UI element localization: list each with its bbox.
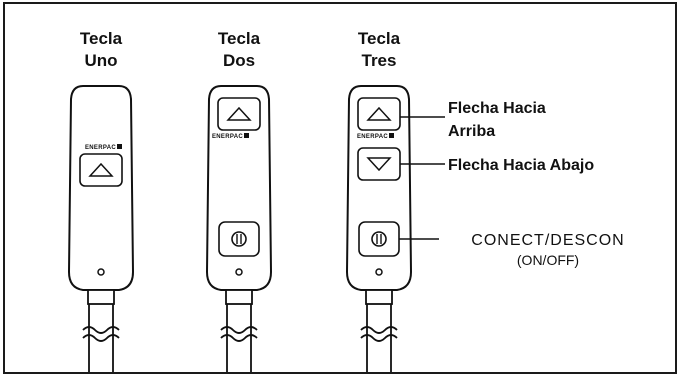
pendant-two-break-mark-top [220, 326, 258, 334]
pendant-three-collar [365, 289, 393, 305]
up-arrow-icon [366, 106, 392, 121]
power-knob-icon [231, 231, 247, 247]
power-knob-icon [371, 231, 387, 247]
pendant-three-up-button [357, 97, 401, 131]
pendant-three-break-mark-bottom [360, 334, 398, 342]
pendant-three-title-line2: Tres [362, 51, 397, 70]
pendant-two-collar [225, 289, 253, 305]
pendant-one-title-line1: Tecla [80, 29, 123, 48]
diagram-frame: Tecla Uno ENERPAC Tecla Dos ENERPAC [3, 2, 677, 374]
pendant-two-break-mark-bottom [220, 334, 258, 342]
pendant-one-collar [87, 289, 115, 305]
up-callout-line2: Arriba [448, 123, 495, 140]
pendant-three: Tecla Tres ENERPAC [345, 29, 413, 372]
pendant-two-title-line2: Dos [223, 51, 255, 70]
pendant-three-brand: ENERPAC [357, 134, 388, 140]
pendant-two-title-line1: Tecla [218, 29, 261, 48]
power-callout-line2: (ON/OFF) [517, 252, 579, 268]
up-arrow-icon [88, 162, 114, 177]
pendant-two: Tecla Dos ENERPAC [205, 29, 273, 372]
pendant-one-break-mark-top [82, 326, 120, 334]
pendant-two-led [235, 268, 243, 276]
pendant-one-brand-mark [117, 144, 122, 149]
down-arrow-icon [366, 157, 392, 172]
pendant-one-led [97, 268, 105, 276]
power-callout-line1: CONECT/DESCON [471, 232, 624, 249]
pendant-three-down-button [357, 147, 401, 181]
pendant-one-up-button [79, 153, 123, 187]
pendant-one-brand: ENERPAC [85, 145, 116, 151]
pendant-three-led [375, 268, 383, 276]
pendant-three-brand-mark [389, 133, 394, 138]
pendant-two-brand: ENERPAC [212, 134, 243, 140]
down-callout-label: Flecha Hacia Abajo [448, 157, 594, 174]
pendant-one: Tecla Uno ENERPAC [67, 29, 135, 372]
pendant-two-up-button [217, 97, 261, 131]
up-arrow-icon [226, 106, 252, 121]
pendant-two-brand-mark [244, 133, 249, 138]
pendant-three-title-line1: Tecla [358, 29, 401, 48]
pendant-one-break-mark-bottom [82, 334, 120, 342]
pendant-one-title-line2: Uno [84, 51, 117, 70]
pendant-two-power-button [218, 221, 260, 257]
pendant-three-power-button [358, 221, 400, 257]
pendant-diagram: Tecla Uno ENERPAC Tecla Dos ENERPAC [67, 29, 624, 372]
pendant-one-body [67, 85, 135, 291]
up-callout-line1: Flecha Hacia [448, 100, 546, 117]
pendant-three-break-mark-top [360, 326, 398, 334]
